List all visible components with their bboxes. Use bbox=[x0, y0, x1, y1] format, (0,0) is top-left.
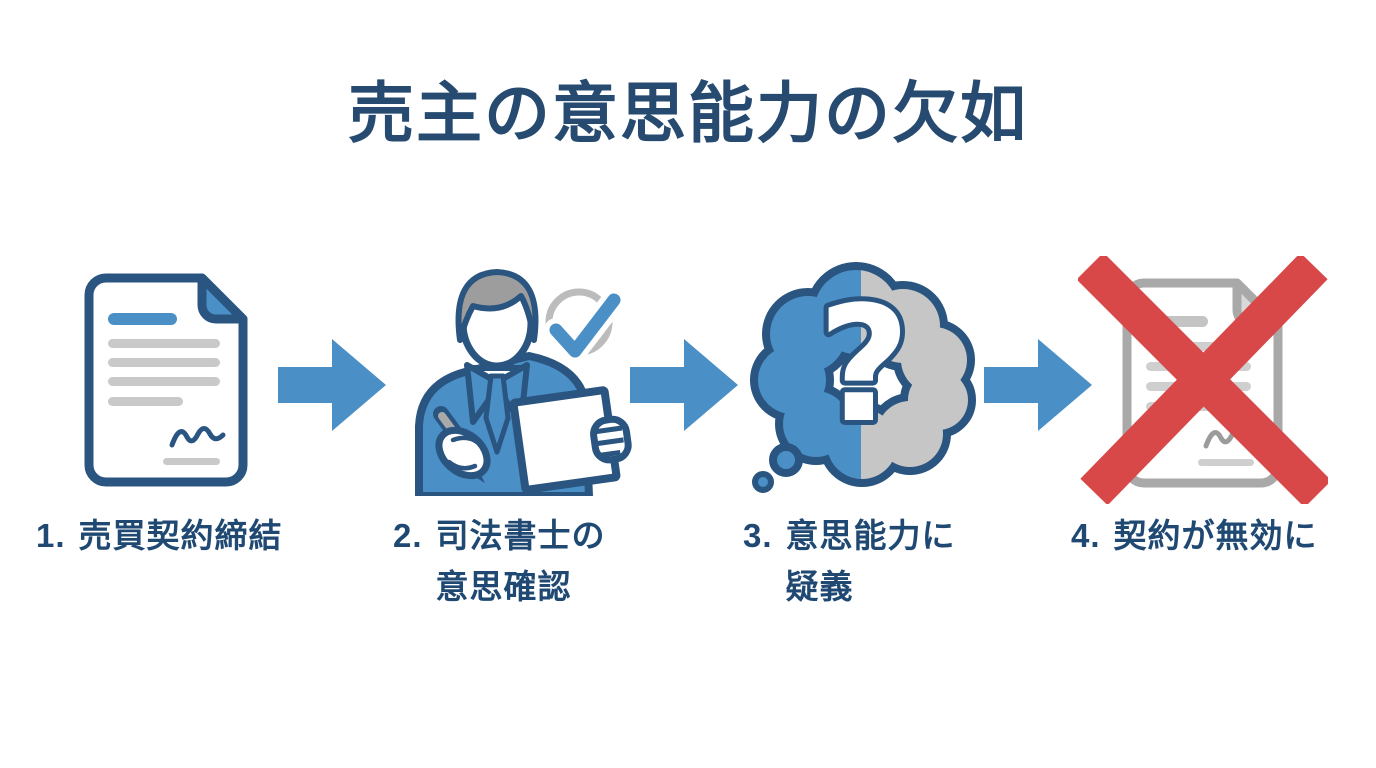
step-label-line: 契約が無効に bbox=[1113, 517, 1318, 554]
step-label-line: 意思能力に bbox=[785, 517, 956, 554]
red-x-icon bbox=[1078, 256, 1328, 504]
step-4-label: 4. 契約が無効に bbox=[1071, 510, 1318, 561]
step-2-label: 2. 司法書士の 意思確認 bbox=[393, 510, 606, 612]
thought-bubble-dot bbox=[769, 443, 803, 477]
flow-arrow-icon bbox=[630, 339, 738, 431]
contract-document-icon bbox=[84, 273, 248, 487]
question-mark: ? bbox=[818, 271, 911, 458]
step-number: 1. bbox=[36, 517, 66, 554]
step-number: 3. bbox=[743, 517, 773, 554]
step-number: 2. bbox=[393, 517, 423, 554]
step-label-line: 司法書士の bbox=[435, 517, 606, 554]
step-number: 4. bbox=[1071, 517, 1101, 554]
invalid-contract-icon bbox=[1078, 256, 1328, 504]
step-label-line: 売買契約締結 bbox=[78, 517, 283, 554]
check-circle-icon bbox=[544, 288, 626, 363]
flow-arrow-icon bbox=[984, 339, 1092, 431]
doubt-thought-bubble-icon: ? bbox=[750, 262, 976, 493]
flow-arrow-icon bbox=[278, 339, 386, 431]
step-label-line: 意思確認 bbox=[435, 568, 572, 606]
page-title: 売主の意思能力の欠如 bbox=[348, 76, 1028, 150]
notary-confirmation-icon bbox=[415, 269, 632, 496]
step-1-label: 1. 売買契約締結 bbox=[36, 510, 283, 561]
step-label-line: 疑義 bbox=[785, 568, 854, 606]
step-3-label: 3. 意思能力に 疑義 bbox=[743, 510, 956, 612]
clipboard-icon bbox=[509, 386, 632, 494]
thought-bubble-dot bbox=[752, 471, 774, 493]
